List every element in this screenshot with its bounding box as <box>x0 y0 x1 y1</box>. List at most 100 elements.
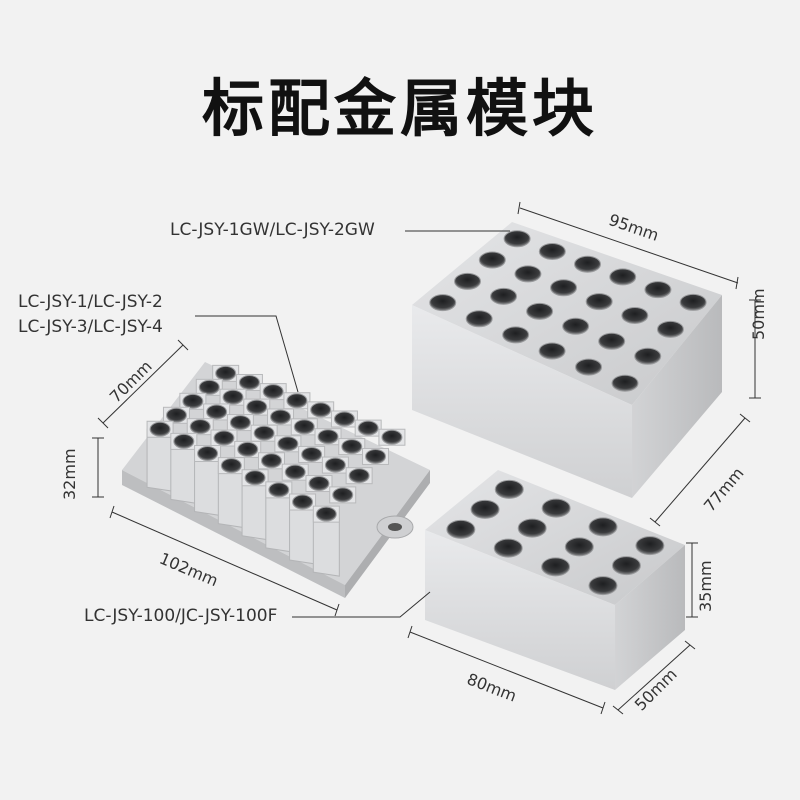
tube-column-hole <box>293 419 315 435</box>
large-block-hole <box>598 332 626 350</box>
dim-line-large-depth <box>654 417 746 523</box>
tube-column-hole <box>260 453 282 469</box>
tube-column-face <box>312 513 340 577</box>
tube-column-hole <box>270 409 292 425</box>
tube-column-hole <box>262 384 284 400</box>
label-large-block: LC-JSY-1GW/LC-JSY-2GW <box>170 220 375 240</box>
tube-block-base <box>122 362 430 585</box>
leader-small <box>292 591 431 618</box>
small-block-hole <box>564 537 594 557</box>
dim-line-small-depth <box>617 644 691 711</box>
small-block-hole <box>493 538 523 558</box>
tube-column-hole <box>253 425 275 441</box>
tube-column-hole <box>292 494 314 510</box>
large-block-hole <box>502 326 530 344</box>
small-block-hole <box>588 517 618 537</box>
large-block-hole <box>575 358 603 376</box>
dimension-lines <box>92 201 761 715</box>
tube-column-hole <box>277 436 299 452</box>
tube-column-hole <box>189 419 211 435</box>
tube-column-hole <box>149 421 171 437</box>
tube-block-base-front <box>122 470 345 598</box>
tube-column-face <box>194 452 222 517</box>
leader-lines <box>195 230 510 618</box>
dim-small-height: 35mm <box>696 560 715 612</box>
tube-column-hole <box>244 470 266 486</box>
large-block-hole <box>503 230 531 248</box>
large-block-hole <box>621 306 649 324</box>
large-block-hole <box>550 279 578 297</box>
large-block <box>412 222 722 498</box>
small-block-hole <box>541 498 571 518</box>
small-block-holes <box>446 479 665 596</box>
small-block-hole <box>588 576 618 596</box>
large-block-hole <box>465 310 493 328</box>
dim-tube-height: 32mm <box>60 448 79 500</box>
tube-column-hole <box>238 374 260 390</box>
large-block-hole <box>526 302 554 320</box>
tube-column-hole <box>222 389 244 405</box>
large-block-hole <box>454 272 482 290</box>
tube-column-hole <box>310 402 332 418</box>
small-block <box>425 470 685 690</box>
large-block-hole <box>429 294 457 312</box>
tube-column-hole <box>246 399 268 415</box>
large-block-hole <box>562 317 590 335</box>
tube-column-hole <box>332 487 354 503</box>
tube-column-hole <box>268 482 290 498</box>
large-block-hole <box>656 320 684 338</box>
large-block-hole <box>679 293 707 311</box>
tube-column-hole <box>348 468 370 484</box>
page-title: 标配金属模块 <box>201 72 598 145</box>
tube-column-hole <box>341 439 363 455</box>
tube-column-hole <box>308 476 330 492</box>
tube-column-face <box>170 440 198 504</box>
dim-line-tube-width <box>111 511 338 611</box>
dim-line-tube-depth <box>102 344 184 424</box>
tube-column-hole <box>333 411 355 427</box>
large-block-front <box>412 305 632 498</box>
dim-large-height: 50mm <box>749 288 768 340</box>
label-small-block: LC-JSY-100/JC-JSY-100F <box>84 606 278 626</box>
tube-block-mounting-hole <box>388 523 402 531</box>
small-block-hole <box>494 479 524 499</box>
tube-column-hole <box>315 506 337 522</box>
tube-column-hole <box>324 457 346 473</box>
tube-column-hole <box>301 446 323 462</box>
small-block-hole <box>541 557 571 577</box>
large-block-hole <box>644 281 672 299</box>
tube-column-hole <box>381 429 403 445</box>
tube-column-hole <box>165 407 187 423</box>
label-tube-block-line1: LC-JSY-1/LC-JSY-2 <box>18 292 163 312</box>
dim-line-large-width <box>519 207 739 284</box>
label-tube-block-line2: LC-JSY-3/LC-JSY-4 <box>18 317 163 337</box>
tube-column-hole <box>365 448 387 464</box>
large-block-hole <box>574 255 602 273</box>
tube-column-hole <box>173 433 195 449</box>
small-block-side <box>615 545 685 690</box>
tube-column-hole <box>197 446 219 462</box>
small-block-hole <box>470 499 500 519</box>
tube-column-hole <box>286 393 308 409</box>
small-block-hole <box>611 556 641 576</box>
large-block-hole <box>538 242 566 260</box>
leader-tube <box>195 315 299 393</box>
tube-column-hole <box>206 404 228 420</box>
tube-column-hole <box>198 379 220 395</box>
large-block-hole <box>538 342 566 360</box>
dim-line-small-width <box>409 631 604 709</box>
tube-column-hole <box>182 393 204 409</box>
tube-column-face <box>289 501 317 565</box>
large-block-holes <box>429 230 707 392</box>
tube-column-face <box>241 477 269 541</box>
tube-column-hole <box>284 464 306 480</box>
small-block-hole <box>517 518 547 538</box>
large-block-hole <box>585 293 613 311</box>
large-block-hole <box>609 268 637 286</box>
small-block-hole <box>446 519 476 539</box>
tube-column-face <box>217 465 245 529</box>
small-block-front <box>425 530 615 690</box>
large-block-side <box>632 295 722 498</box>
tube-block <box>122 362 430 598</box>
